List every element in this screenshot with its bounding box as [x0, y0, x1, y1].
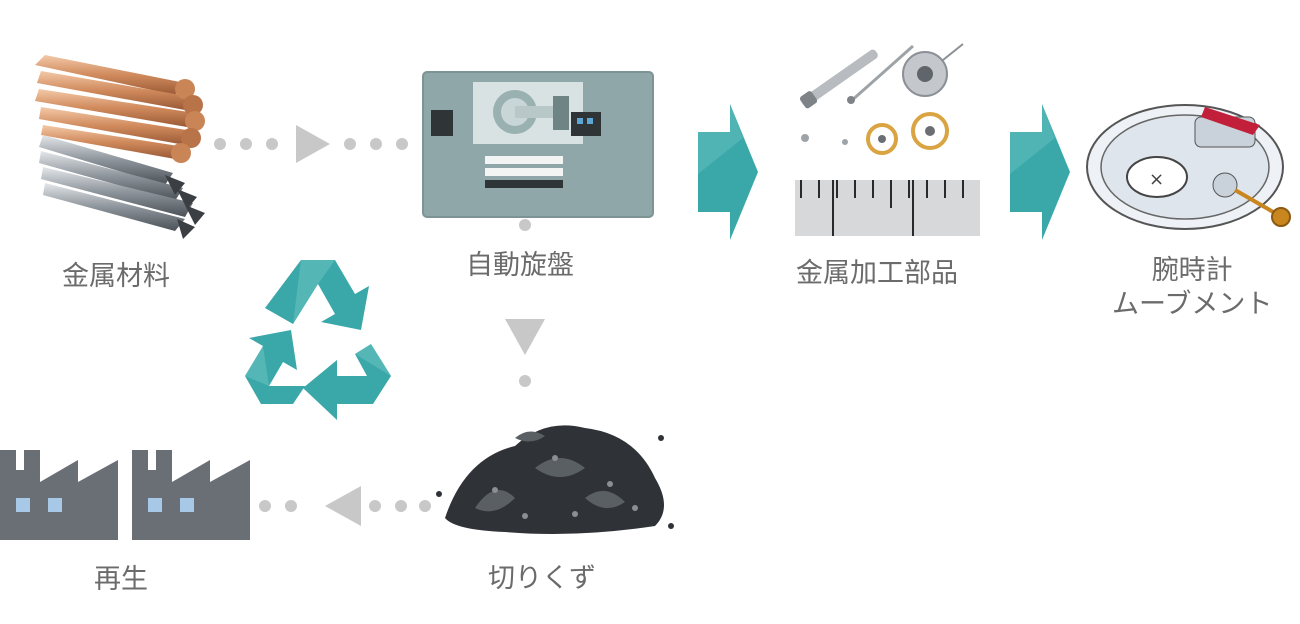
- lathe-machine-icon: [422, 71, 654, 218]
- label-metal-parts: 金属加工部品: [796, 258, 958, 289]
- watch-movement-image: ×: [1086, 104, 1291, 230]
- teal-arrow-lathe-to-parts: [698, 104, 758, 240]
- label-recycle: 再生: [94, 564, 148, 595]
- metal-chips-image: [436, 425, 674, 534]
- label-watch-movement: 腕時計 ムーブメント: [1112, 254, 1272, 322]
- flow-arrow-chips-to-factory: [259, 486, 431, 526]
- label-automatic-lathe: 自動旋盤: [466, 250, 574, 281]
- svg-text:×: ×: [1149, 169, 1164, 190]
- label-watch-movement-line1: 腕時計: [1151, 255, 1233, 286]
- factory-icon: [132, 450, 250, 540]
- flow-arrow-lathe-to-chips: [505, 219, 545, 387]
- teal-arrow-parts-to-movement: [1010, 104, 1070, 240]
- label-chips: 切りくず: [488, 563, 596, 594]
- flow-arrow-rods-to-lathe: [214, 125, 408, 163]
- label-metal-material: 金属材料: [62, 261, 170, 292]
- recycle-icon: [245, 260, 391, 420]
- factory-icon: [0, 450, 118, 540]
- label-watch-movement-line2: ムーブメント: [1112, 288, 1273, 320]
- metal-rods-image: [35, 55, 205, 239]
- watch-parts-image: [795, 43, 980, 236]
